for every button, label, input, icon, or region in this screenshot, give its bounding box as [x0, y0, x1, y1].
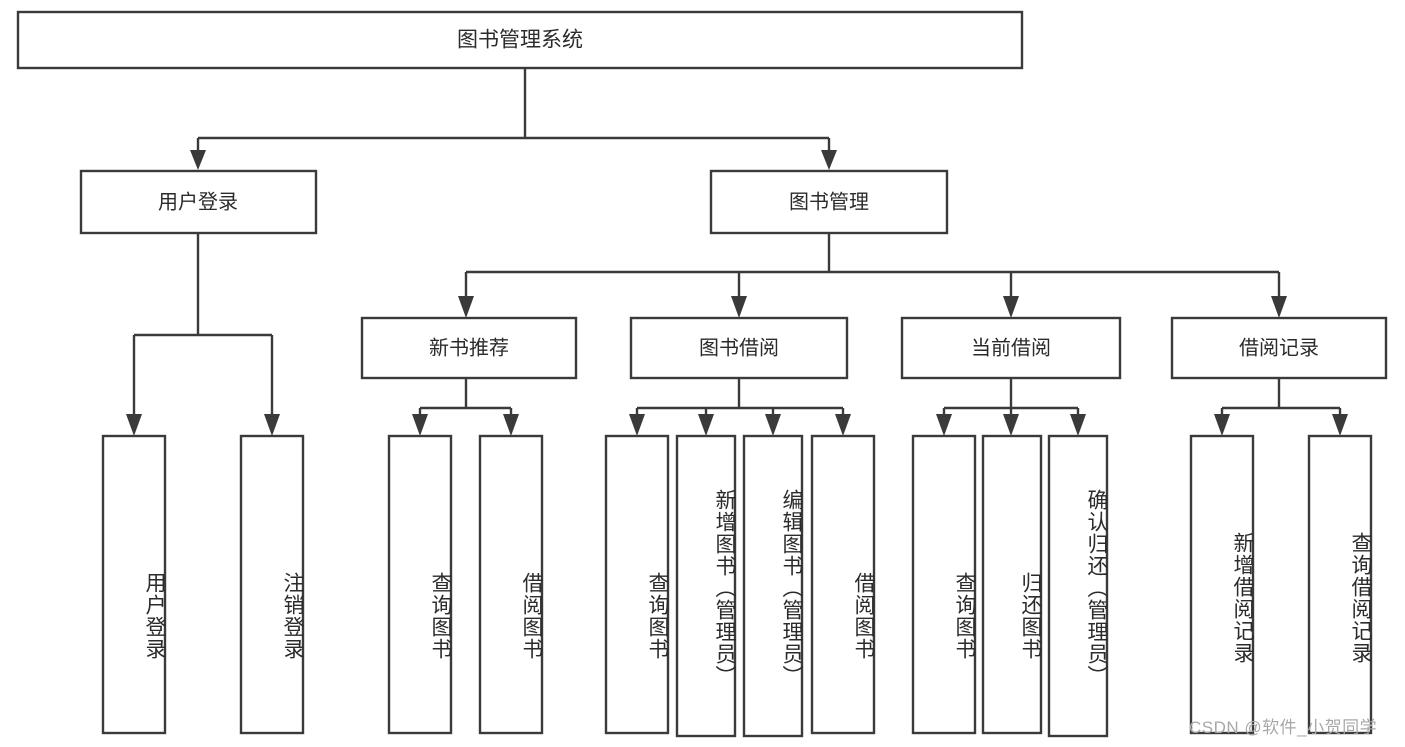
- leaf-box-confirm-return-admin[interactable]: [1047, 434, 1109, 738]
- leaf-box-user-login[interactable]: [101, 434, 167, 735]
- arrow-user-leaf-1: [126, 414, 142, 436]
- watermark: CSDN @软件_小贺同学: [1189, 718, 1378, 737]
- node-user-login-label: 用户登录: [158, 190, 238, 213]
- node-user-login-box[interactable]: [79, 169, 318, 235]
- leaf-box-borrow-book-1[interactable]: [478, 434, 544, 735]
- arrow-newbook-leaf-1: [412, 414, 428, 436]
- arrow-current-leaf-2: [1003, 414, 1019, 436]
- node-book-manage-box[interactable]: [709, 169, 949, 235]
- node-root-box[interactable]: [16, 10, 1024, 70]
- connector-group-book-manage: [458, 233, 1287, 318]
- leaf-box-borrow-book-2[interactable]: [810, 434, 876, 735]
- leaf-box-add-book-admin[interactable]: [675, 434, 737, 738]
- node-borrow-record-box[interactable]: [1170, 316, 1388, 380]
- connector-group-user-login: [126, 233, 280, 436]
- node-borrow-record-label: 借阅记录: [1239, 336, 1319, 359]
- node-borrow-record[interactable]: 借阅记录: [1170, 316, 1388, 380]
- leaf-box-query-book-3[interactable]: [911, 434, 977, 735]
- connector-group-current: [936, 378, 1086, 436]
- leaf-box-query-borrow-record[interactable]: [1307, 434, 1373, 735]
- leaf-box-query-book-2[interactable]: [604, 434, 670, 735]
- arrow-borrow-leaf-3: [765, 414, 781, 436]
- connector-group-record: [1214, 378, 1348, 436]
- leaf-box-return-book[interactable]: [981, 434, 1043, 735]
- leaf-box-add-borrow-record[interactable]: [1189, 434, 1255, 735]
- arrow-record-leaf-1: [1214, 414, 1230, 436]
- node-book-borrow[interactable]: 图书借阅: [629, 316, 849, 380]
- connector-group-newbook: [412, 378, 519, 436]
- arrow-borrow-leaf-1: [629, 414, 645, 436]
- arrow-book-to-newbook: [458, 296, 474, 318]
- arrow-newbook-leaf-2: [503, 414, 519, 436]
- arrow-current-leaf-1: [936, 414, 952, 436]
- arrow-record-leaf-2: [1332, 414, 1348, 436]
- arrow-book-to-record: [1271, 296, 1287, 318]
- connector-group-root: [190, 68, 837, 170]
- node-new-book-recommend-label: 新书推荐: [429, 336, 509, 359]
- node-current-borrow-box[interactable]: [900, 316, 1122, 380]
- connector-group-borrow: [629, 378, 851, 436]
- leaf-box-edit-book-admin[interactable]: [742, 434, 804, 738]
- arrow-borrow-leaf-4: [835, 414, 851, 436]
- arrow-book-to-borrow: [731, 296, 747, 318]
- node-current-borrow[interactable]: 当前借阅: [900, 316, 1122, 380]
- arrow-root-to-book: [821, 150, 837, 170]
- node-book-manage[interactable]: 图书管理: [709, 169, 949, 235]
- node-book-borrow-box[interactable]: [629, 316, 849, 380]
- node-user-login[interactable]: 用户登录: [79, 169, 318, 235]
- node-book-manage-label: 图书管理: [789, 190, 869, 213]
- arrow-root-to-user: [190, 150, 206, 170]
- node-current-borrow-label: 当前借阅: [971, 336, 1051, 359]
- node-book-borrow-label: 图书借阅: [699, 336, 779, 359]
- leaf-box-logout[interactable]: [239, 434, 305, 735]
- arrow-borrow-leaf-2: [698, 414, 714, 436]
- node-root-label: 图书管理系统: [457, 29, 583, 52]
- arrow-book-to-current: [1003, 296, 1019, 318]
- node-root[interactable]: 图书管理系统: [16, 10, 1024, 70]
- arrow-user-leaf-2: [264, 414, 280, 436]
- node-new-book-recommend[interactable]: 新书推荐: [360, 316, 578, 380]
- leaf-box-query-book-1[interactable]: [387, 434, 453, 735]
- node-new-book-recommend-box[interactable]: [360, 316, 578, 380]
- arrow-current-leaf-3: [1070, 414, 1086, 436]
